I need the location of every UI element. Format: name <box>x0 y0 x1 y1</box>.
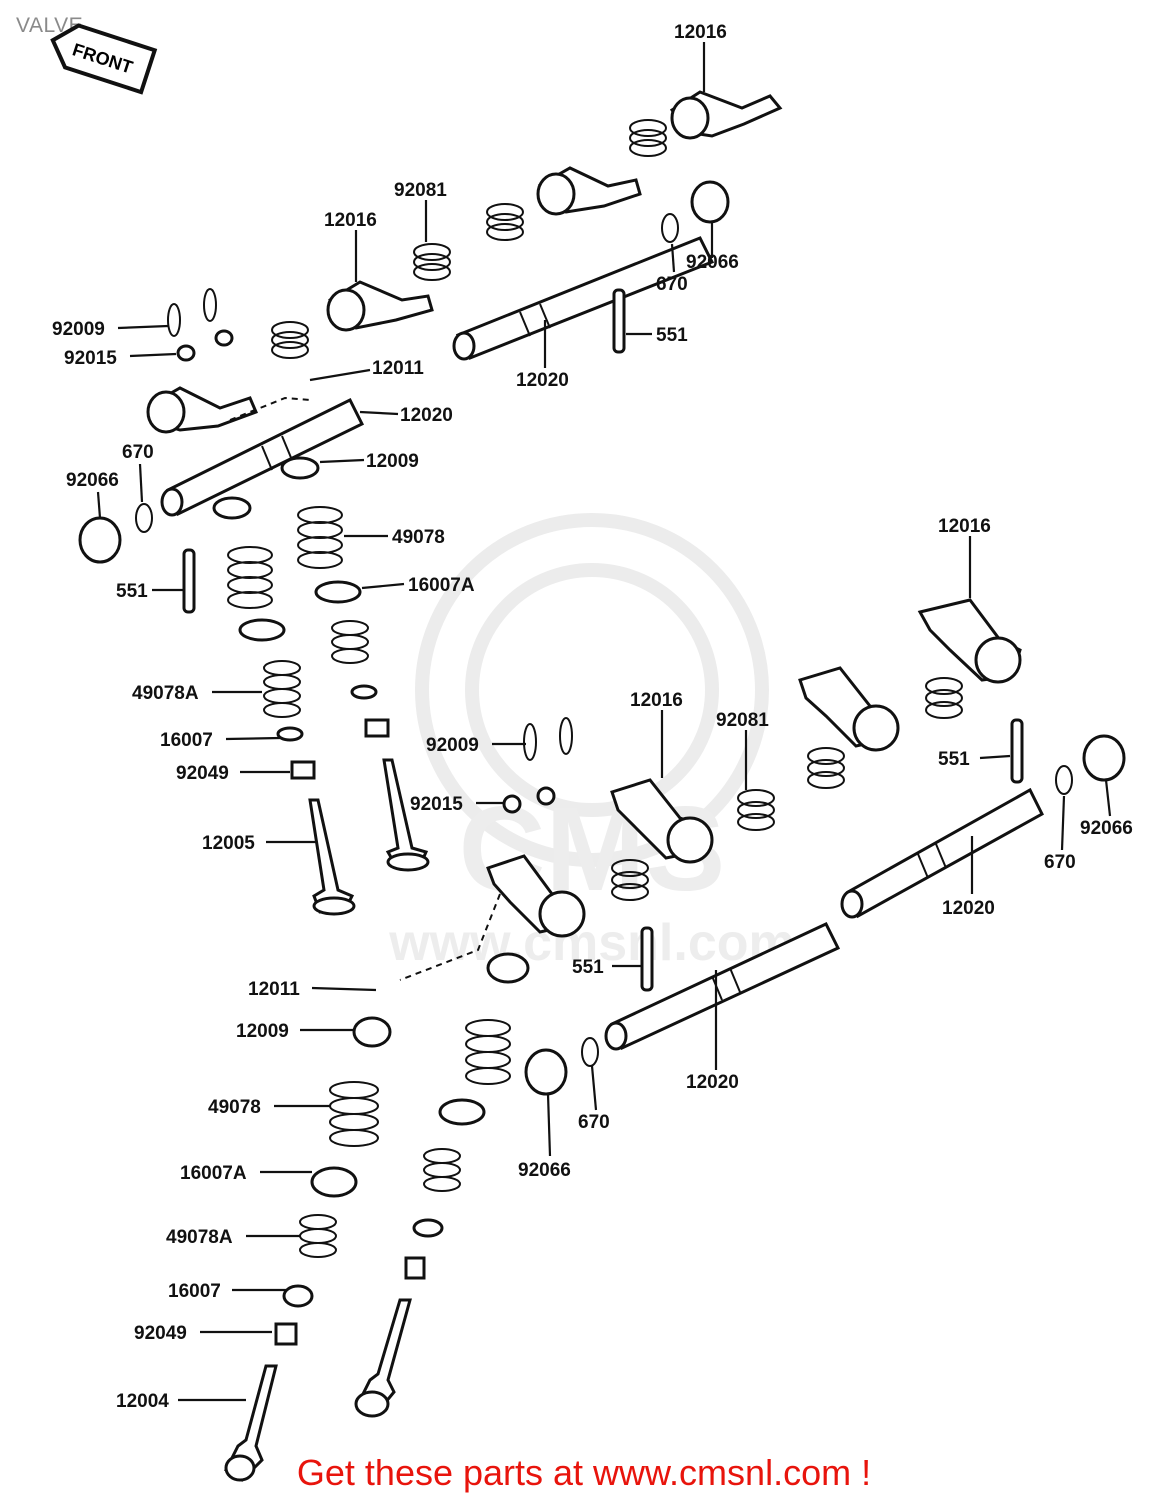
part-label: 16007 <box>160 730 213 751</box>
part-label: 92066 <box>518 1160 571 1181</box>
part-label: 92015 <box>64 348 117 369</box>
part-label: 670 <box>578 1112 610 1133</box>
part-label: 551 <box>572 957 604 978</box>
part-label: 16007 <box>168 1281 221 1302</box>
part-label: 551 <box>938 749 970 770</box>
part-label: 12016 <box>674 22 727 43</box>
front-arrow-icon: FRONT <box>50 23 158 95</box>
part-label: 12009 <box>236 1021 289 1042</box>
part-label: 92081 <box>394 180 447 201</box>
upper-rocker-shaft-assembly <box>78 90 783 614</box>
part-label: 12020 <box>400 405 453 426</box>
part-label: 92009 <box>426 735 479 756</box>
part-label: 92049 <box>176 763 229 784</box>
part-label: 92009 <box>52 319 105 340</box>
part-label: 670 <box>122 442 154 463</box>
part-label: 12011 <box>248 979 300 1000</box>
part-label: 49078A <box>166 1227 233 1248</box>
part-label: 551 <box>656 325 688 346</box>
part-label: 92049 <box>134 1323 187 1344</box>
part-label: 670 <box>656 274 688 295</box>
part-label: 12020 <box>516 370 569 391</box>
footer-link[interactable]: Get these parts at www.cmsnl.com ! <box>296 1452 872 1493</box>
part-label: 16007A <box>408 575 475 596</box>
part-label: 92015 <box>410 794 463 815</box>
part-label: 12020 <box>686 1072 739 1093</box>
part-label: 16007A <box>180 1163 247 1184</box>
part-label: 12020 <box>942 898 995 919</box>
part-label: 12009 <box>366 451 419 472</box>
part-label: 12004 <box>116 1391 169 1412</box>
part-label: 92066 <box>686 252 739 273</box>
part-label: 551 <box>116 581 148 602</box>
bottom-valve-stack <box>224 952 530 1482</box>
part-labels: 12016 92081 12016 92009 92015 12011 1202… <box>52 22 1133 1412</box>
part-label: 12016 <box>324 210 377 231</box>
part-label: 49078 <box>208 1097 261 1118</box>
left-valve-stack <box>212 456 430 916</box>
part-label: 12016 <box>938 516 991 537</box>
part-label: 92081 <box>716 710 769 731</box>
leader-lines <box>96 42 1112 1402</box>
watermark-url: www.cmsnl.com <box>388 914 795 972</box>
part-label: 12016 <box>630 690 683 711</box>
part-label: 49078A <box>132 683 199 704</box>
part-label: 49078 <box>392 527 445 548</box>
right-rocker-shaft-assembly <box>399 598 1126 1096</box>
part-label: 12011 <box>372 358 424 379</box>
part-label: 92066 <box>66 470 119 491</box>
part-label: 670 <box>1044 852 1076 873</box>
part-label: 12005 <box>202 833 255 854</box>
part-label: 92066 <box>1080 818 1133 839</box>
